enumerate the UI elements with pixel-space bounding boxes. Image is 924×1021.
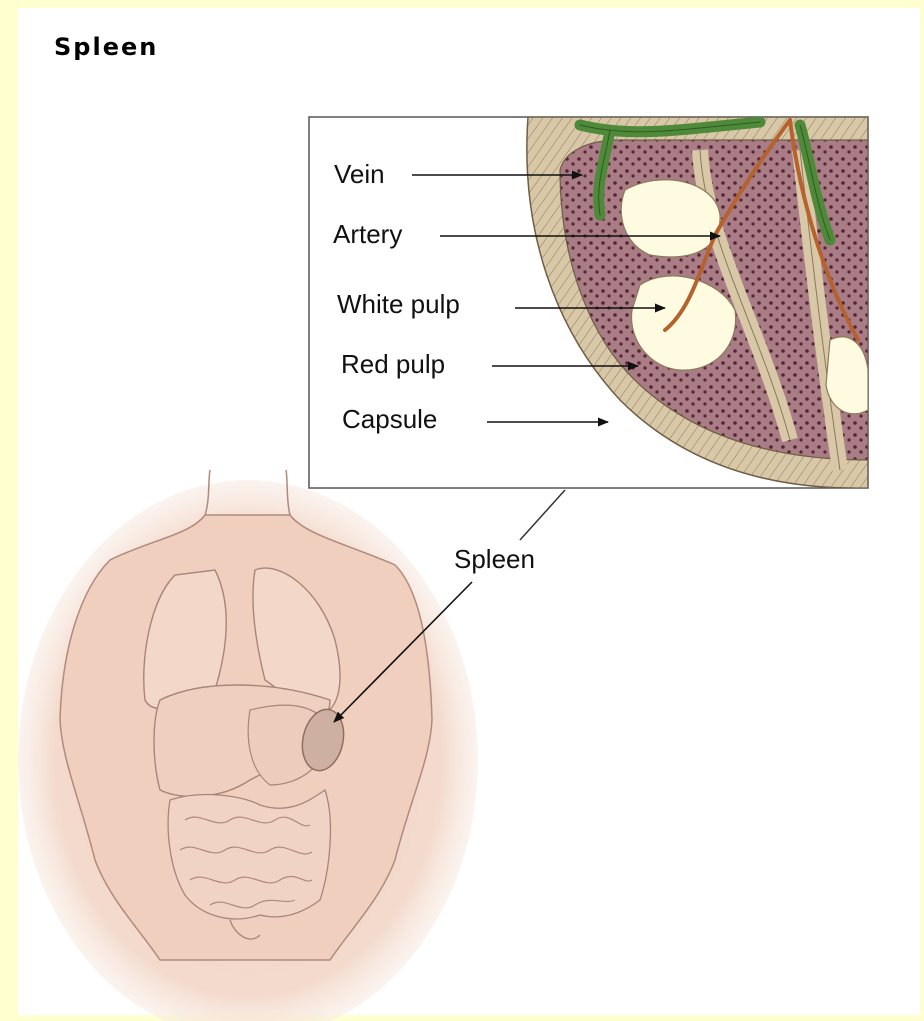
label-spleen: Spleen — [454, 544, 535, 574]
inset-connector-line — [520, 490, 565, 540]
torso-illustration — [18, 470, 478, 1021]
label-vein: Vein — [334, 159, 385, 189]
label-white-pulp: White pulp — [337, 289, 460, 319]
label-capsule: Capsule — [342, 404, 437, 434]
label-artery: Artery — [333, 219, 402, 249]
label-red-pulp: Red pulp — [341, 349, 445, 379]
